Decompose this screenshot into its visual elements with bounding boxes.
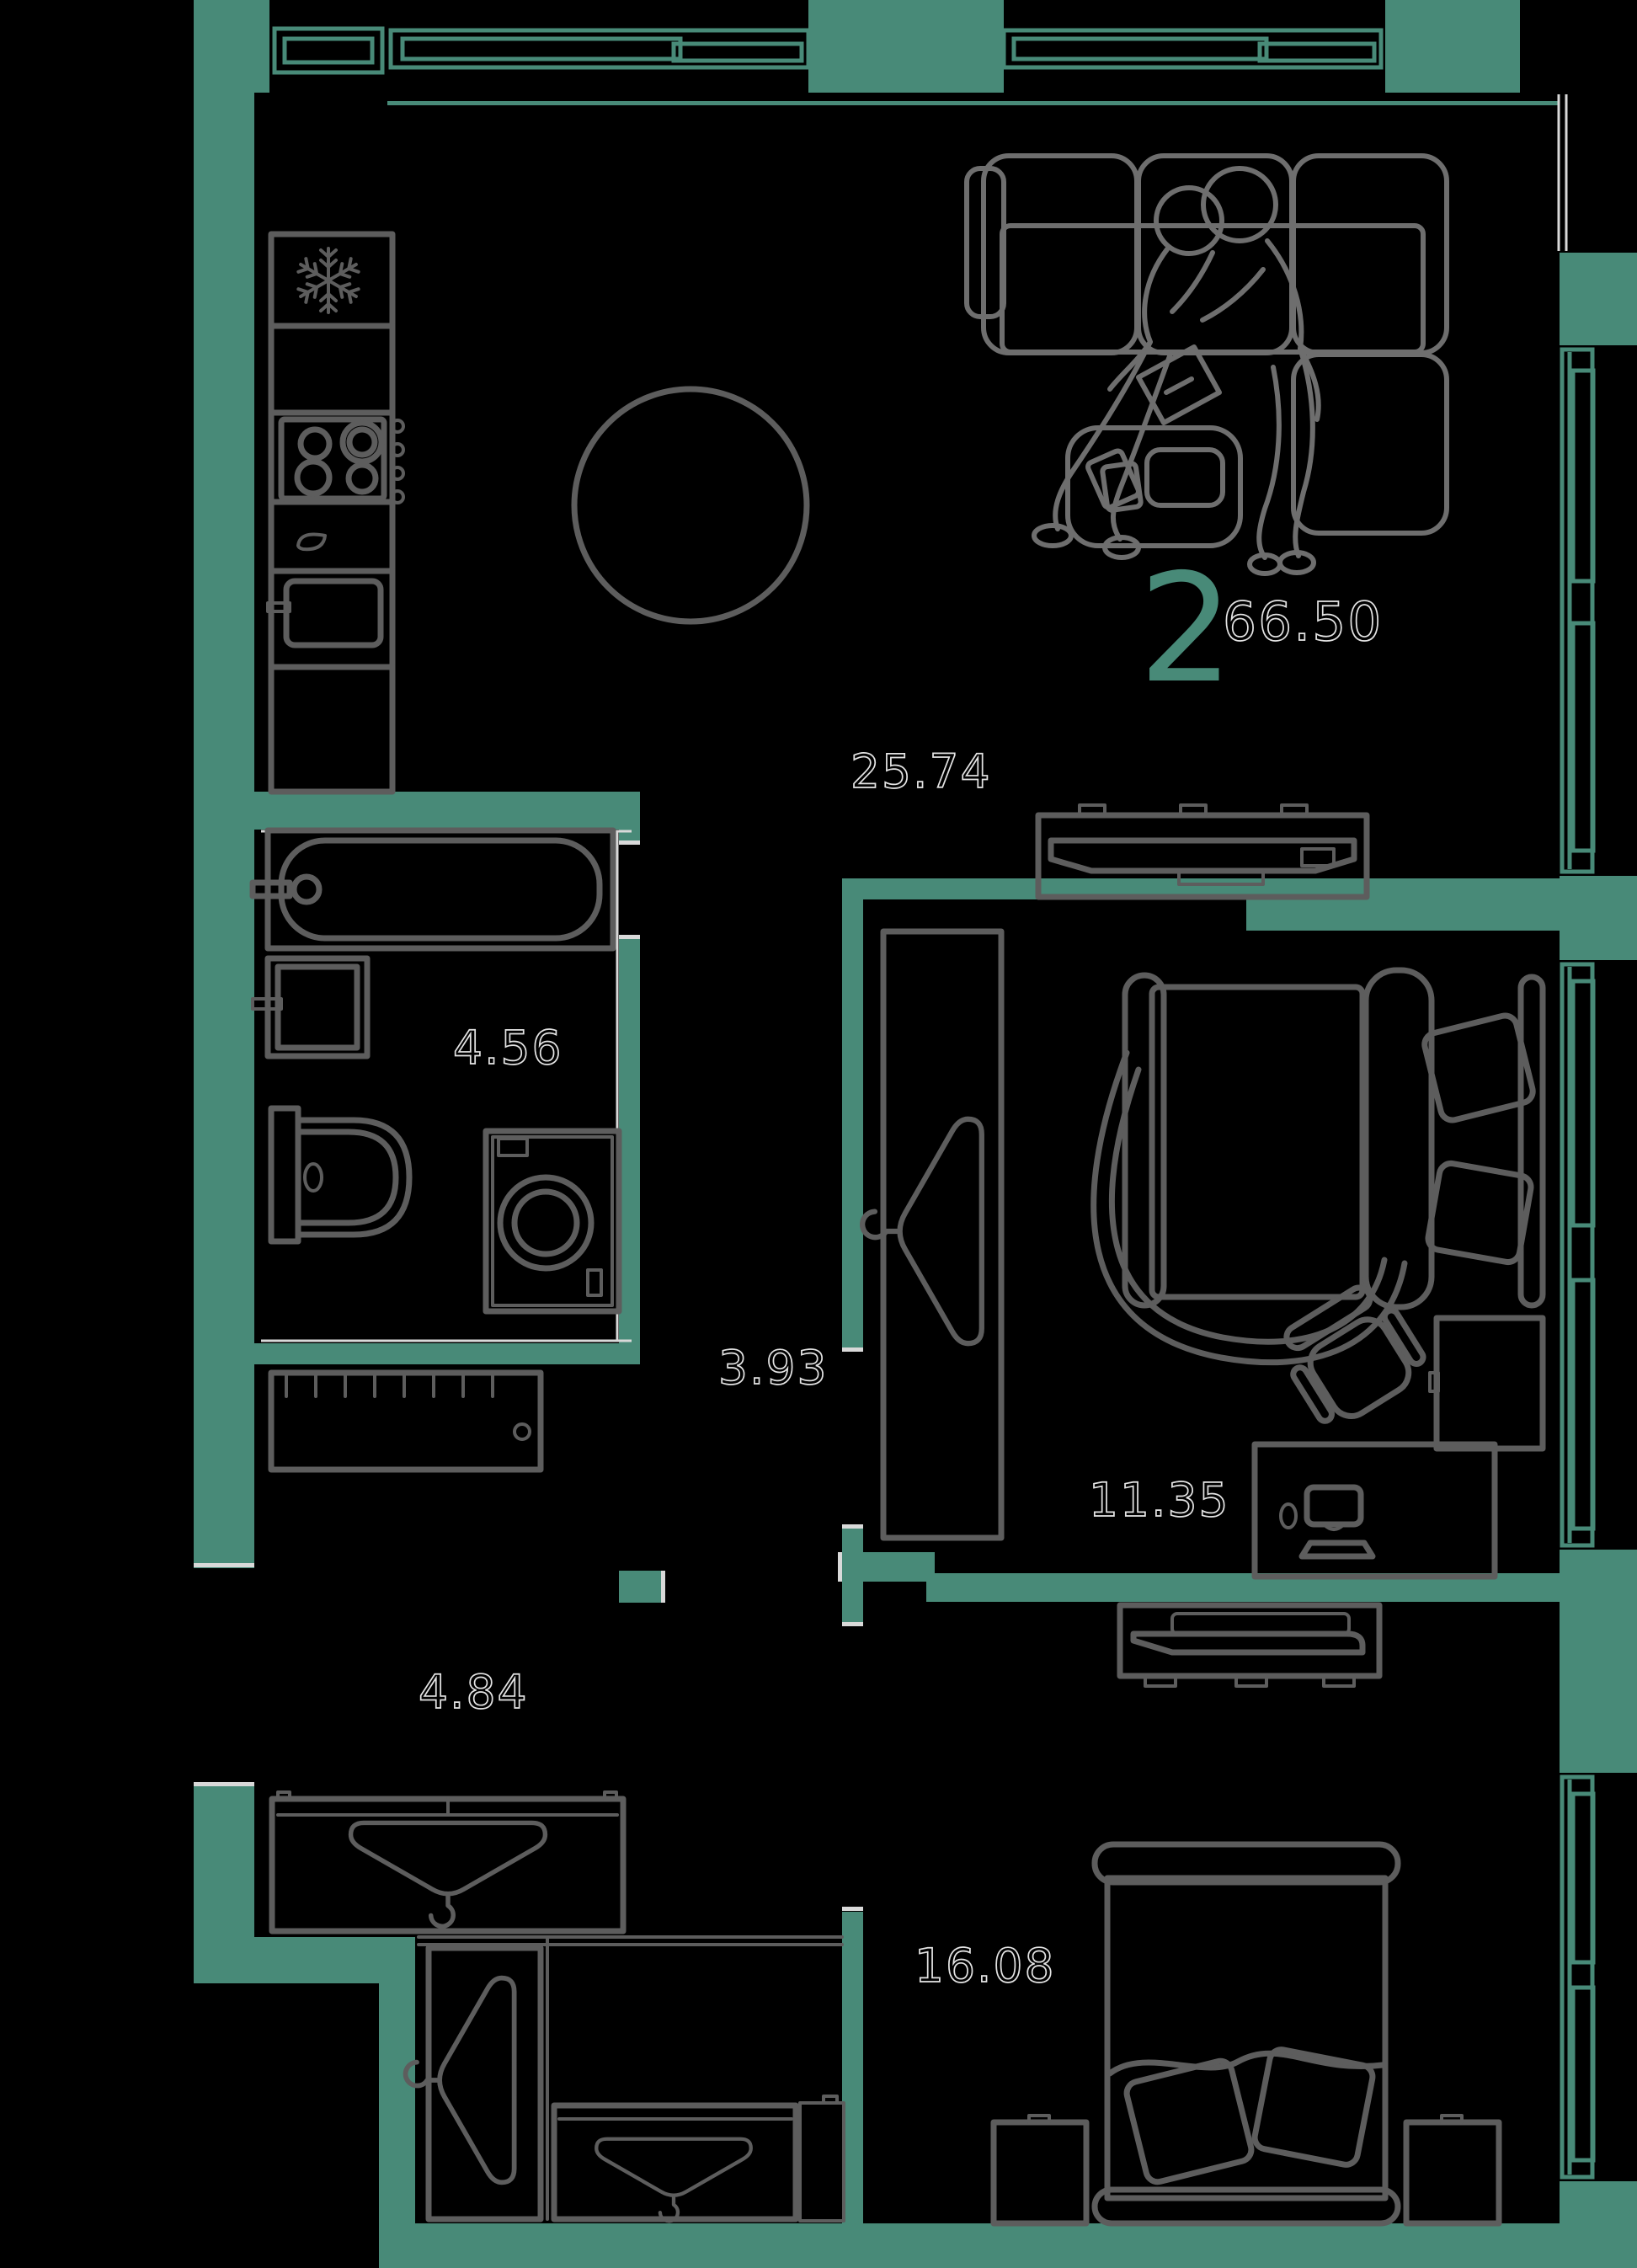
snowflake-icon [297, 248, 360, 312]
window-living [1560, 347, 1596, 874]
closet-nook [406, 1935, 845, 2223]
window-top-left [388, 28, 811, 70]
rooms-count-label: 2 [1138, 542, 1234, 716]
closet-wardrobe-horizontal [551, 2102, 799, 2222]
hallway-wardrobe [269, 1790, 627, 1934]
shoe-cabinet [268, 1369, 544, 1473]
area-hallway: 4.84 [419, 1665, 528, 1719]
area-bathroom: 4.56 [453, 1021, 563, 1075]
area-living-kitchen: 25.74 [850, 744, 991, 798]
monitor-icon [1279, 1484, 1376, 1560]
window-top-right [1001, 28, 1384, 70]
dining-table [499, 313, 882, 697]
pillow [1123, 2057, 1255, 2185]
tv-console-living [1035, 803, 1370, 900]
drain-icon [296, 532, 327, 552]
window-master-bedroom [1560, 1774, 1596, 2180]
book-icon [1136, 344, 1222, 425]
bedroom-wardrobe [862, 928, 1005, 1541]
bathroom-sink [251, 955, 371, 1059]
kitchen-unit [266, 231, 405, 795]
pillow [1425, 1160, 1534, 1266]
hanger-icon [351, 1822, 546, 1926]
kitchen-sink [266, 578, 384, 648]
balcony-door-window [272, 26, 385, 75]
desk [1251, 1441, 1498, 1580]
walls [194, 0, 1637, 2268]
area-master-bedroom: 16.08 [914, 1939, 1055, 1993]
tv-console-bedroom [1117, 1602, 1383, 1688]
chair [499, 574, 621, 697]
nightstand [990, 2114, 1090, 2227]
window-bedroom [1560, 962, 1596, 1548]
bathtub [249, 827, 616, 952]
pillow [1421, 1012, 1536, 1123]
hanger-icon [862, 1119, 982, 1343]
chair [760, 574, 882, 697]
office-chair [1283, 1284, 1426, 1424]
stove [278, 416, 405, 504]
pillow [1251, 2047, 1376, 2168]
hanger-icon [406, 1978, 515, 2183]
area-corridor: 3.93 [718, 1341, 828, 1395]
toilet [268, 1105, 413, 1245]
bedroom-bed-small [1090, 967, 1546, 1366]
people-illustration [1032, 166, 1321, 576]
hanger-icon [596, 2139, 751, 2222]
area-bedroom: 11.35 [1089, 1473, 1229, 1527]
washing-machine [483, 1128, 622, 1315]
chair [499, 313, 621, 436]
labels: 2 66.50 25.74 4.56 3.93 11.35 4.84 16.08 [418, 542, 1383, 1993]
coffee-table [1065, 425, 1243, 548]
nightstand [1403, 2114, 1502, 2227]
closet-dresser [798, 2095, 845, 2223]
chair [760, 313, 882, 436]
windows [272, 26, 1596, 2180]
total-area-label: 66.50 [1223, 591, 1383, 653]
bed-master [1091, 1841, 1401, 2227]
nightstand [1428, 1315, 1546, 1452]
closet-wardrobe-vertical [406, 1945, 544, 2223]
